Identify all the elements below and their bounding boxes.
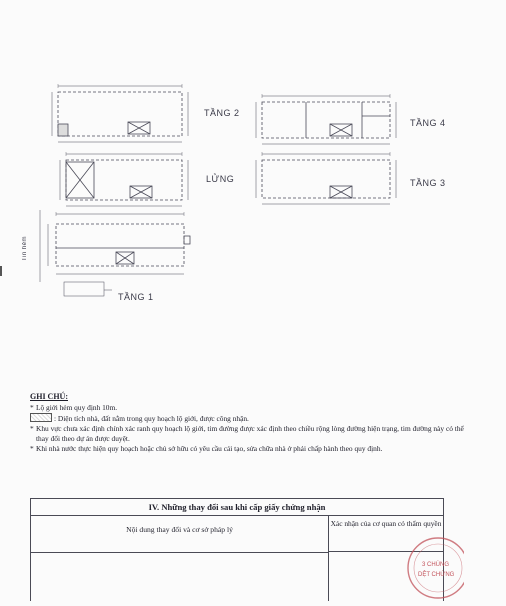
floor-plan-tang-4 [255,95,397,145]
stamp-line-1: 3 CHÚNG [422,561,449,568]
floor-label-tang-3: TẦNG 3 [410,178,446,188]
floor-plan-lung [59,153,189,207]
note-item: *Lộ giới hẻm quy định 10m. [30,403,118,412]
table-body-cell [31,553,329,601]
note-item: *Khu vực chưa xác định chính xác ranh qu… [30,424,464,443]
table-header-content: Nội dung thay đổi và cơ sở pháp lý [31,516,329,553]
floor-plan-drawing [39,84,397,297]
official-seal-stamp: 3 CHÚNG DỆT CHỨNG [407,537,464,599]
table-title: IV. Những thay đổi sau khi cấp giấy chứn… [31,499,443,516]
table-header-confirmation: Xác nhận của cơ quan có thẩm quyền [329,516,443,552]
note-text: Khi nhà nước thực hiện quy hoạch hoặc ch… [36,444,383,453]
floor-label-tang-2: TẦNG 2 [204,108,240,118]
floor-label-tang-4: TẦNG 4 [410,118,446,128]
side-text-tin-hem: Tin hẻm [22,236,28,261]
stamp-line-2: DỆT CHỨNG [418,570,455,578]
floor-plan-tang-1 [39,210,191,297]
note-text: : Diện tích nhà, đất nằm trong quy hoạch… [54,414,249,423]
floor-label-lung: LỬNG [206,174,235,184]
notes-title: GHI CHÚ: [30,392,68,401]
floor-label-tang-1: TẦNG 1 [118,292,154,302]
note-item: *Khi nhà nước thực hiện quy hoạch hoặc c… [30,444,383,453]
note-text: Khu vực chưa xác định chính xác ranh quy… [36,424,464,443]
changes-table: IV. Những thay đổi sau khi cấp giấy chứn… [30,498,444,601]
hatch-legend-icon [30,413,52,422]
notes-section: GHI CHÚ: *Lộ giới hẻm quy định 10m. : Di… [30,392,470,454]
floor-plan-tang-3 [255,153,397,205]
margin-mark [0,266,5,276]
floor-plan-tang-2 [51,85,189,143]
note-item: : Diện tích nhà, đất nằm trong quy hoạch… [30,413,470,424]
note-text: Lộ giới hẻm quy định 10m. [36,403,118,412]
